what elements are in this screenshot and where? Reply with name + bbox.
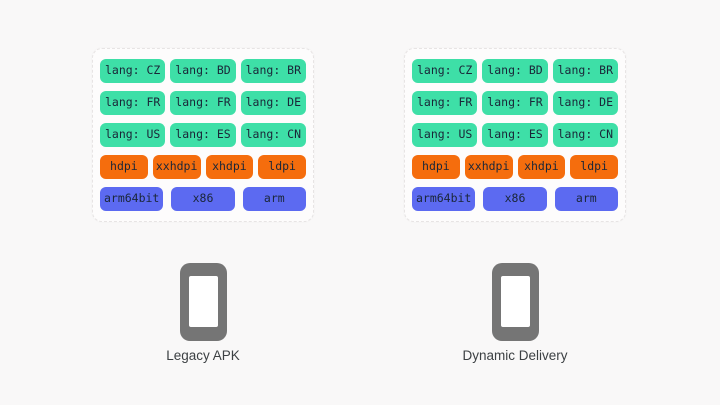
legacy-apk-label: Legacy APK <box>166 348 240 363</box>
lang-chip: lang: BR <box>552 59 618 83</box>
dpi-chip: xhdpi <box>205 155 254 179</box>
dynamic-delivery-device: Dynamic Delivery <box>404 263 626 363</box>
dpi-chip: ldpi <box>570 155 618 179</box>
lang-chip: lang: CN <box>240 123 306 147</box>
dpi-chip-row: hdpi xxhdpi xhdpi ldpi <box>412 155 618 179</box>
lang-chip: lang: FR <box>412 91 478 115</box>
abi-chip-row: arm64bit x86 arm <box>412 187 618 211</box>
phone-screen <box>188 276 218 327</box>
phone-screen <box>500 276 530 327</box>
lang-chip: lang: CZ <box>412 59 478 83</box>
lang-chip: lang: BD <box>482 59 548 83</box>
lang-chip: lang: CZ <box>100 59 166 83</box>
lang-chip: lang: DE <box>240 91 306 115</box>
legacy-apk-device: Legacy APK <box>92 263 314 363</box>
dpi-chip: xxhdpi <box>152 155 201 179</box>
lang-chip-row: lang: US lang: ES lang: CN <box>412 123 618 147</box>
lang-chip: lang: DE <box>552 91 618 115</box>
lang-chip: lang: FR <box>170 91 236 115</box>
dpi-chip: xhdpi <box>517 155 566 179</box>
lang-chip-row: lang: FR lang: FR lang: DE <box>100 91 306 115</box>
dpi-chip: ldpi <box>258 155 306 179</box>
dpi-chip-row: hdpi xxhdpi xhdpi ldpi <box>100 155 306 179</box>
dpi-chip: hdpi <box>100 155 148 179</box>
phone-icon <box>179 263 227 341</box>
lang-chip: lang: ES <box>482 123 548 147</box>
lang-chip: lang: US <box>100 123 166 147</box>
dpi-chip: xxhdpi <box>464 155 513 179</box>
lang-chip-row: lang: US lang: ES lang: CN <box>100 123 306 147</box>
lang-chip: lang: US <box>412 123 478 147</box>
lang-chip-row: lang: FR lang: FR lang: DE <box>412 91 618 115</box>
lang-chip: lang: FR <box>482 91 548 115</box>
lang-chip: lang: ES <box>170 123 236 147</box>
abi-chip: x86 <box>171 187 235 211</box>
lang-chip-row: lang: CZ lang: BD lang: BR <box>412 59 618 83</box>
dynamic-delivery-label: Dynamic Delivery <box>462 348 568 363</box>
lang-chip: lang: FR <box>100 91 166 115</box>
abi-chip: arm <box>242 187 306 211</box>
legacy-apk-panel: lang: CZ lang: BD lang: BR lang: FR lang… <box>92 48 314 222</box>
abi-chip: arm64bit <box>100 187 164 211</box>
lang-chip: lang: BR <box>240 59 306 83</box>
abi-chip: x86 <box>483 187 547 211</box>
lang-chip: lang: CN <box>552 123 618 147</box>
lang-chip: lang: BD <box>170 59 236 83</box>
abi-chip: arm <box>554 187 618 211</box>
dpi-chip: hdpi <box>412 155 460 179</box>
abi-chip-row: arm64bit x86 arm <box>100 187 306 211</box>
dynamic-delivery-panel: lang: CZ lang: BD lang: BR lang: FR lang… <box>404 48 626 222</box>
abi-chip: arm64bit <box>412 187 476 211</box>
lang-chip-row: lang: CZ lang: BD lang: BR <box>100 59 306 83</box>
phone-icon <box>491 263 539 341</box>
